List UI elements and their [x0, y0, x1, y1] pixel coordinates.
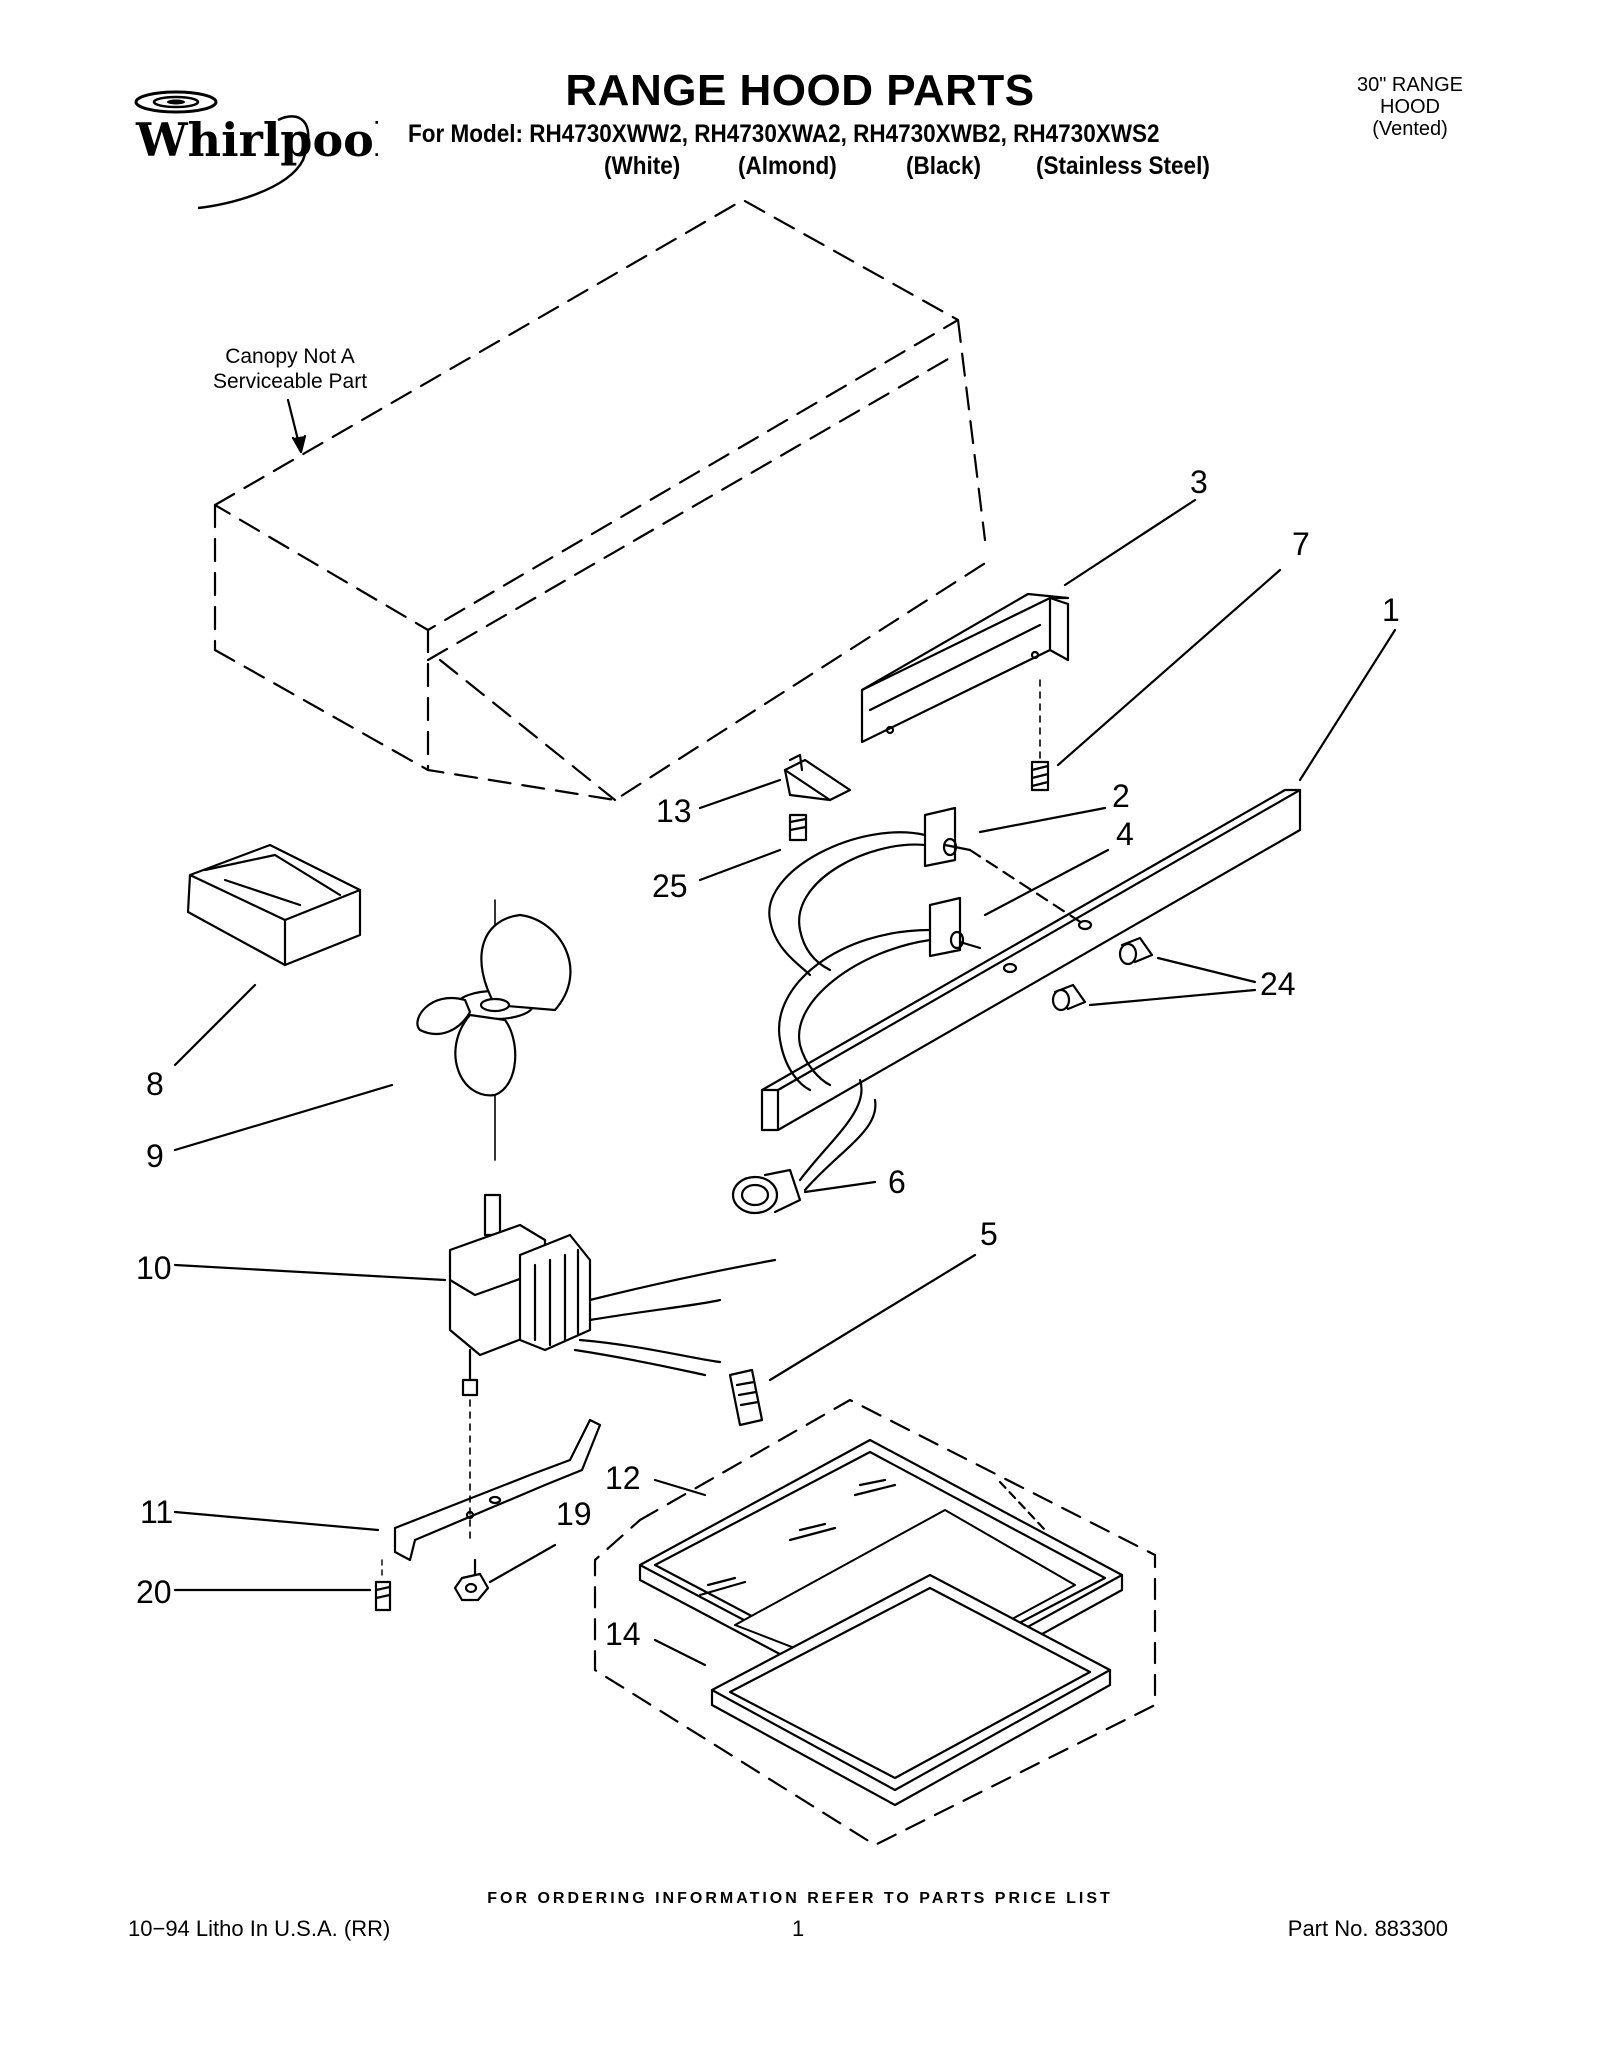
part-4-switch — [777, 896, 982, 1092]
leader-8 — [173, 983, 257, 1067]
litho-info: 10−94 Litho In U.S.A. (RR) — [128, 1916, 391, 1941]
canopy-note: Canopy Not A Serviceable Part — [212, 345, 368, 393]
callout-7: 7 — [1292, 526, 1310, 562]
callout-24: 24 — [1260, 966, 1296, 1002]
part-5-terminal-block — [728, 1368, 764, 1427]
part-2-switch — [768, 806, 1087, 977]
callout-1: 1 — [1382, 592, 1400, 628]
callout-10: 10 — [136, 1250, 172, 1286]
model-list: For Model: RH4730XWW2, RH4730XWA2, RH473… — [408, 120, 1160, 148]
leader-9 — [173, 1083, 394, 1152]
leader-13 — [698, 778, 782, 810]
leader-3 — [1063, 498, 1197, 587]
hood-info: 30" RANGE HOOD (Vented) — [1300, 74, 1520, 140]
leader-12 — [653, 1478, 707, 1497]
leader-10 — [173, 1263, 447, 1282]
callout-19: 19 — [556, 1496, 592, 1532]
part-19-nut — [453, 1572, 490, 1602]
callout-2: 2 — [1112, 778, 1130, 814]
part-1-control-bar — [760, 788, 1302, 1132]
color-stainless-steel: (Stainless Steel) — [1036, 152, 1210, 180]
ordering-note: FOR ORDERING INFORMATION REFER TO PARTS … — [487, 1890, 1113, 1907]
leader-25 — [698, 848, 782, 882]
hood-size: 30" RANGE — [1356, 74, 1464, 96]
leader-11 — [173, 1510, 380, 1532]
color-black: (Black) — [906, 152, 982, 180]
part-7-screw — [1030, 679, 1050, 792]
part-13-clip — [783, 753, 852, 802]
part-number: Part No. 883300 — [1287, 1916, 1448, 1941]
color-white: (White) — [604, 152, 681, 180]
leader-5 — [768, 1253, 977, 1382]
part-3-bracket — [860, 592, 1070, 744]
hood-venting: (Vented) — [1372, 118, 1448, 140]
part-8-damper — [186, 843, 362, 967]
part-9-fan-blade — [416, 899, 572, 1161]
callout-8: 8 — [146, 1066, 164, 1102]
canopy-outline — [213, 198, 992, 802]
callout-20: 20 — [136, 1574, 172, 1610]
callout-13: 13 — [656, 793, 692, 829]
leader-2 — [978, 806, 1107, 834]
page-title: RANGE HOOD PARTS — [565, 66, 1035, 115]
part-20-screw — [374, 1559, 392, 1612]
callout-3: 3 — [1190, 464, 1208, 500]
leader-7 — [1056, 568, 1282, 767]
part-25-screw — [788, 813, 808, 842]
callout-25: 25 — [652, 868, 688, 904]
leader-24b — [1088, 988, 1257, 1007]
part-6-socket — [731, 1078, 877, 1215]
part-14-filter — [710, 1573, 1112, 1807]
callout-5: 5 — [980, 1216, 998, 1252]
leader-14 — [653, 1638, 707, 1667]
callout-4: 4 — [1116, 816, 1134, 852]
part-24-knobs — [1051, 936, 1154, 1012]
callout-9: 9 — [146, 1138, 164, 1174]
callout-6: 6 — [888, 1164, 906, 1200]
hood-type: HOOD — [1380, 96, 1440, 118]
filter-kit-outline — [593, 1398, 1157, 1847]
whirlpool-logo: Whirlpool — [128, 80, 391, 210]
callout-11: 11 — [140, 1494, 174, 1530]
callout-14: 14 — [605, 1616, 641, 1652]
leader-1 — [1298, 628, 1397, 782]
part-11-bracket — [393, 1399, 602, 1577]
color-almond: (Almond) — [738, 152, 837, 180]
leader-6 — [803, 1180, 877, 1194]
page-number: 1 — [792, 1916, 805, 1941]
leader-4 — [983, 848, 1110, 917]
part-10-motor — [448, 1193, 777, 1397]
callout-12: 12 — [605, 1460, 641, 1496]
leader-19 — [488, 1543, 557, 1584]
leader-24a — [1156, 956, 1257, 984]
svg-text:Whirlpool: Whirlpool — [135, 113, 378, 167]
